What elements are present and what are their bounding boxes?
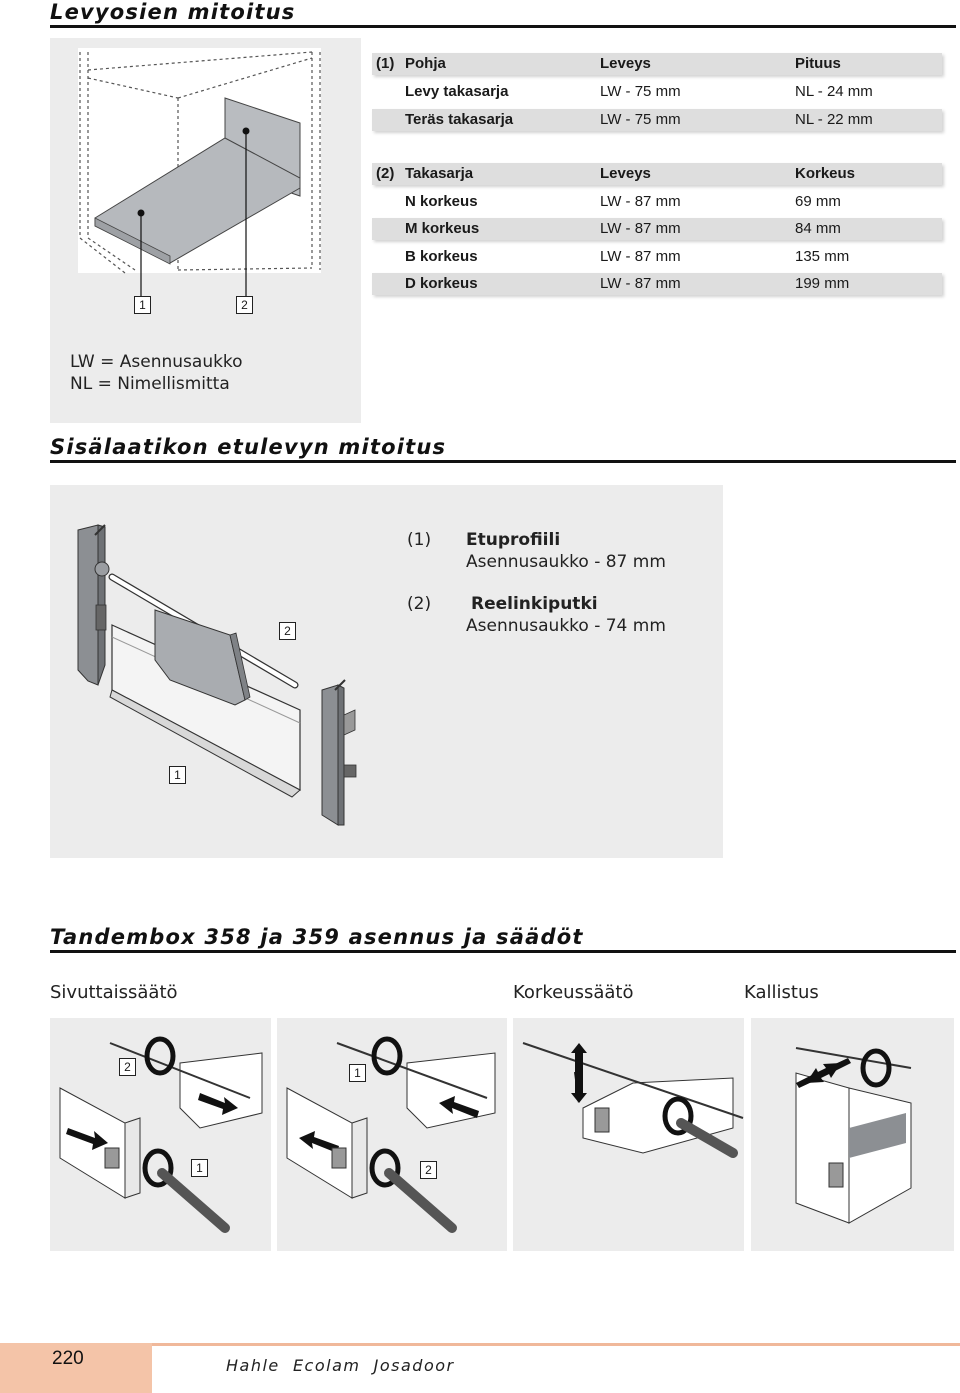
- panel-label-top: 1: [349, 1064, 366, 1082]
- table-row: N korkeus LW - 87 mm 69 mm: [372, 191, 942, 213]
- table-row: M korkeus LW - 87 mm 84 mm: [372, 218, 942, 240]
- height-adjust-illustration: [522, 1042, 744, 1158]
- footer-page-box: [0, 1343, 152, 1393]
- row-length: NL - 22 mm: [795, 111, 873, 128]
- item-2-dim: Asennusaukko - 74 mm: [466, 616, 666, 636]
- footer-brands: Hahle Ecolam Josadoor: [226, 1356, 455, 1375]
- adjust-panel-height: [513, 1018, 744, 1251]
- row-width: LW - 87 mm: [600, 275, 681, 292]
- row-width: LW - 87 mm: [600, 220, 681, 237]
- adjust-panel-tilt: [751, 1018, 954, 1251]
- panel-label-bottom: 2: [420, 1161, 437, 1179]
- table2-num: (2): [376, 165, 395, 182]
- table2-col2-header: Leveys: [600, 165, 651, 182]
- row-height: 84 mm: [795, 220, 841, 237]
- subtitle-korkeussaato: Korkeussäätö: [513, 982, 634, 1003]
- figure-label-1: 1: [169, 766, 186, 784]
- page-number: 220: [52, 1348, 84, 1369]
- cabinet-illustration: [50, 38, 361, 423]
- section-title-levyosien-mitoitus: Levyosien mitoitus: [50, 0, 296, 24]
- section-rule: [50, 25, 956, 28]
- sideways-adjust-illustration: [59, 1036, 263, 1233]
- item-1-name: Etuprofiili: [466, 530, 561, 550]
- adjust-panel-sideways-1: 2 1: [50, 1018, 271, 1251]
- row-label: B korkeus: [405, 248, 478, 265]
- adjust-panel-sideways-2: 1 2: [277, 1018, 507, 1251]
- row-label: Levy takasarja: [405, 83, 509, 100]
- table1-num: (1): [376, 55, 395, 72]
- subtitle-kallistus: Kallistus: [744, 982, 819, 1003]
- subtitle-sivuttaissaato: Sivuttaissäätö: [50, 982, 178, 1003]
- row-height: 135 mm: [795, 248, 850, 265]
- table-row: B korkeus LW - 87 mm 135 mm: [372, 246, 942, 268]
- figure-label-2: 2: [279, 622, 296, 640]
- section-title-sisalaatikko: Sisälaatikon etulevyn mitoitus: [50, 435, 447, 459]
- tilt-adjust-illustration: [795, 1047, 912, 1224]
- table2-label: Takasarja: [405, 165, 474, 182]
- row-height: 69 mm: [795, 193, 841, 210]
- inner-drawer-illustration: [77, 524, 357, 826]
- item-1-num: (1): [407, 530, 432, 550]
- table-row: D korkeus LW - 87 mm 199 mm: [372, 273, 942, 295]
- section-rule: [50, 460, 956, 463]
- row-width: LW - 87 mm: [600, 248, 681, 265]
- footer-rule: [152, 1343, 960, 1346]
- section-title-tandembox: Tandembox 358 ja 359 asennus ja säädöt: [50, 925, 584, 949]
- legend-nl: NL = Nimellismitta: [70, 374, 230, 394]
- table1-col2-header: Leveys: [600, 55, 651, 72]
- table2-header-row: (2) Takasarja Leveys Korkeus: [372, 163, 942, 185]
- row-width: LW - 75 mm: [600, 83, 681, 100]
- row-label: N korkeus: [405, 193, 478, 210]
- item-2-name: Reelinkiputki: [471, 594, 598, 614]
- row-label: M korkeus: [405, 220, 480, 237]
- legend-lw: LW = Asennusaukko: [70, 352, 243, 372]
- table-row: Teräs takasarja LW - 75 mm NL - 22 mm: [372, 109, 942, 131]
- sideways-adjust-illustration: [286, 1036, 496, 1233]
- row-width: LW - 87 mm: [600, 193, 681, 210]
- figure-label-2: 2: [236, 296, 253, 314]
- table1-header-row: (1) Pohja Leveys Pituus: [372, 53, 942, 75]
- panel-label-bottom: 1: [191, 1159, 208, 1177]
- figure-panel-cabinet: 1 2 LW = Asennusaukko NL = Nimellismitta: [50, 38, 361, 423]
- panel-label-top: 2: [119, 1058, 136, 1076]
- row-length: NL - 24 mm: [795, 83, 873, 100]
- table2-col3-header: Korkeus: [795, 165, 856, 182]
- row-height: 199 mm: [795, 275, 850, 292]
- item-2-num: (2): [407, 594, 432, 614]
- figure-label-1: 1: [134, 296, 151, 314]
- row-width: LW - 75 mm: [600, 111, 681, 128]
- section-rule: [50, 950, 956, 953]
- row-label: Teräs takasarja: [405, 111, 514, 128]
- table1-label: Pohja: [405, 55, 446, 72]
- item-1-dim: Asennusaukko - 87 mm: [466, 552, 666, 572]
- figure-panel-inner-drawer: 2 1 (1) Etuprofiili Asennusaukko - 87 mm…: [50, 485, 723, 858]
- table-row: Levy takasarja LW - 75 mm NL - 24 mm: [372, 81, 942, 103]
- row-label: D korkeus: [405, 275, 478, 292]
- table1-col3-header: Pituus: [795, 55, 841, 72]
